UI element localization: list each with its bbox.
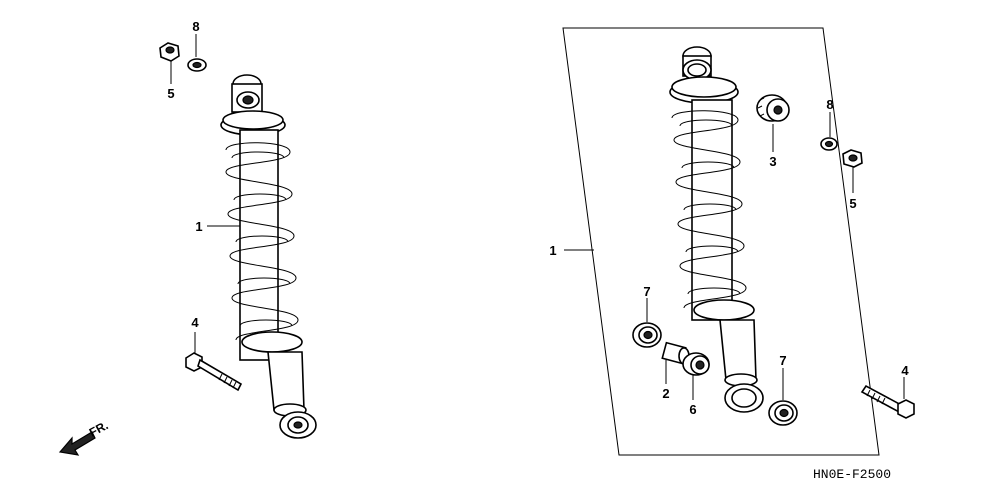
dust-seal <box>682 352 710 376</box>
callout-right-shock: 1 <box>549 243 556 258</box>
right-bolt <box>860 384 915 419</box>
callout-right-nut: 5 <box>849 196 856 211</box>
diagram-code: HN0E-F2500 <box>813 467 891 482</box>
left-bolt <box>185 352 243 392</box>
callout-bearing-upper: 7 <box>643 284 650 299</box>
callout-rubber-bushing: 3 <box>769 154 776 169</box>
callout-bearing-lower: 7 <box>779 353 786 368</box>
callout-left-washer: 8 <box>192 19 199 34</box>
callout-right-bolt: 4 <box>901 363 909 378</box>
rubber-bushing <box>756 94 790 122</box>
assembly-frame <box>562 27 880 456</box>
bearing-upper <box>632 322 662 348</box>
callout-left-nut: 5 <box>167 86 174 101</box>
callout-left-shock: 1 <box>195 219 202 234</box>
callout-right-washer: 8 <box>826 97 833 112</box>
right-nut <box>842 149 863 168</box>
callout-left-bolt: 4 <box>191 315 199 330</box>
right-washer <box>820 137 838 151</box>
right-shock-absorber <box>669 46 764 413</box>
bearing-lower <box>768 400 798 426</box>
left-shock-absorber <box>220 74 317 439</box>
callout-dust-seal: 6 <box>689 402 696 417</box>
front-arrow-icon <box>58 431 96 456</box>
left-nut <box>159 42 180 62</box>
collar <box>661 341 690 365</box>
callout-collar: 2 <box>662 386 669 401</box>
left-washer <box>187 58 207 72</box>
